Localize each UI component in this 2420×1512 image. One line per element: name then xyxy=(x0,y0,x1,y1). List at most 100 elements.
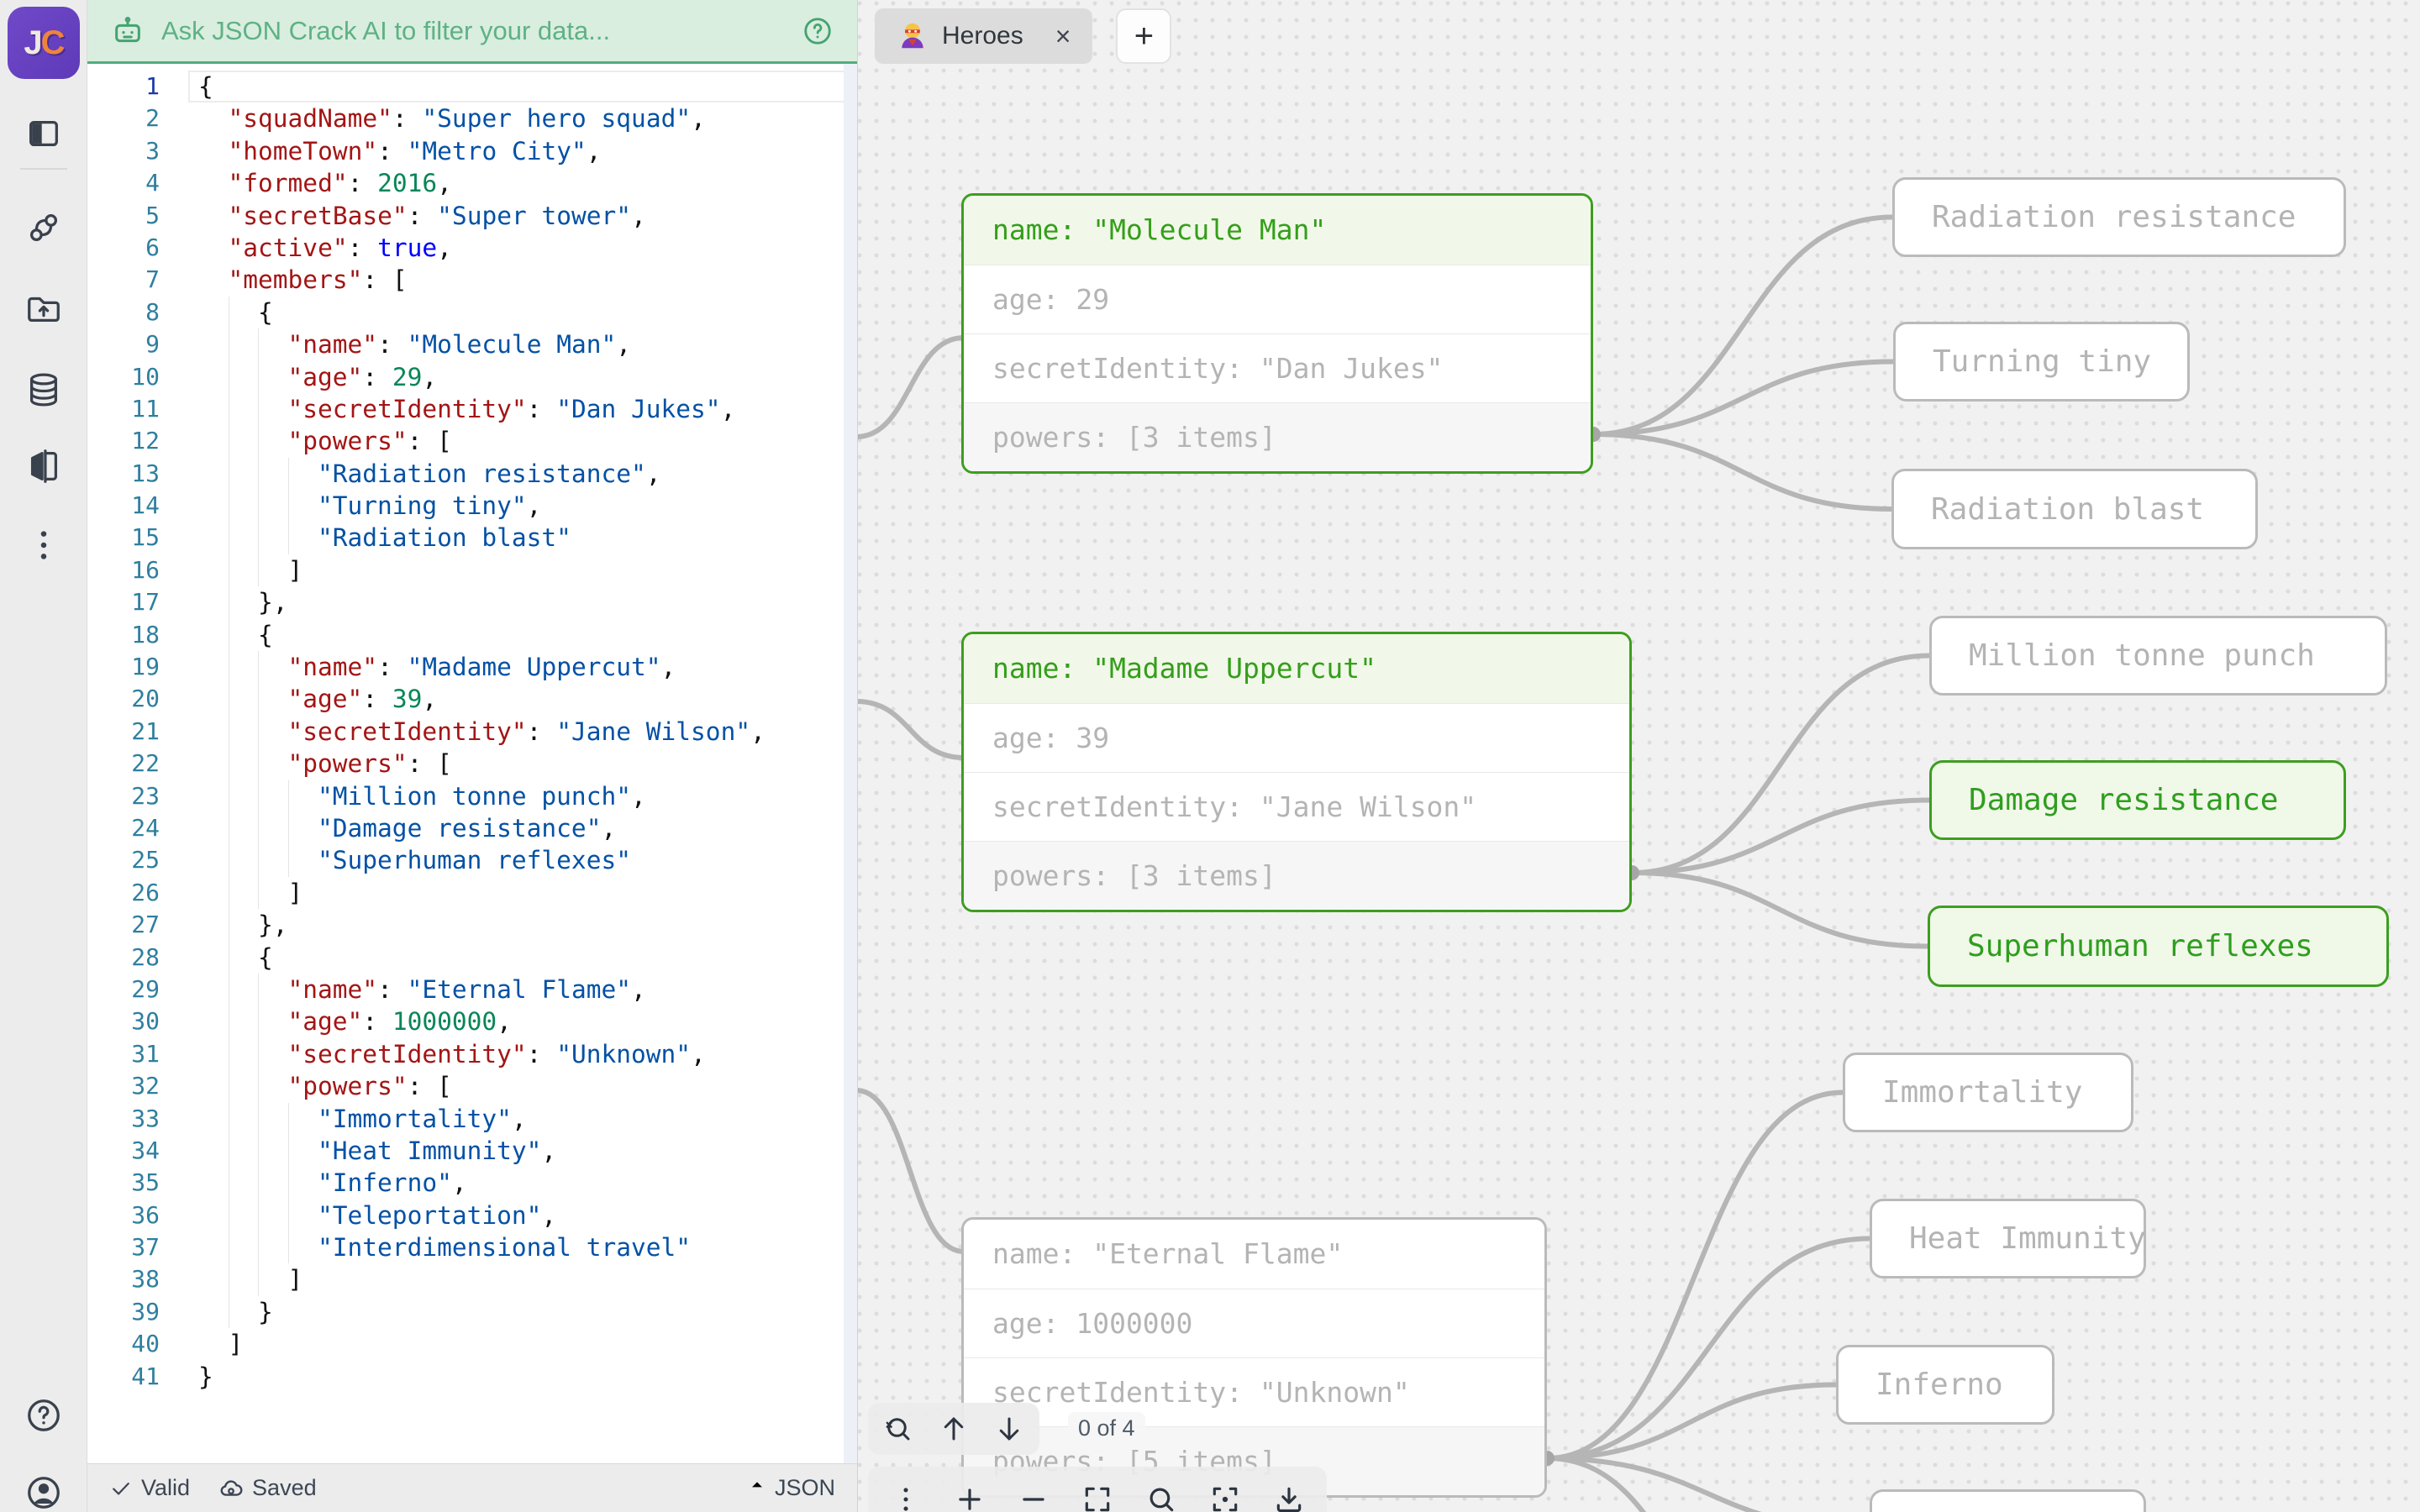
ai-help-icon[interactable] xyxy=(802,15,834,47)
code-line[interactable]: 14"Turning tiny", xyxy=(87,490,857,522)
toolbar-menu-icon[interactable] xyxy=(890,1483,922,1512)
account-icon[interactable] xyxy=(23,1472,65,1512)
code-line[interactable]: 32"powers": [ xyxy=(87,1070,857,1103)
code-line[interactable]: 10"age": 29, xyxy=(87,360,857,393)
code-line[interactable]: 16] xyxy=(87,554,857,587)
code-line[interactable]: 39} xyxy=(87,1295,857,1329)
code-line[interactable]: 23"Million tonne punch", xyxy=(87,780,857,812)
zoom-out-icon[interactable] xyxy=(1018,1483,1050,1512)
tab-heroes[interactable]: Heroes × xyxy=(875,8,1093,64)
leaf-node[interactable]: Superhuman reflexes xyxy=(1928,906,2389,987)
code-line[interactable]: 40] xyxy=(87,1328,857,1360)
code-line[interactable]: 21"secretIdentity": "Jane Wilson", xyxy=(87,715,857,748)
code-line[interactable]: 41} xyxy=(87,1361,857,1393)
code-line[interactable]: 9"name": "Molecule Man", xyxy=(87,328,857,361)
tab-close-icon[interactable]: × xyxy=(1055,21,1071,51)
code-line[interactable]: 25"Superhuman reflexes" xyxy=(87,844,857,877)
code-line[interactable]: 24"Damage resistance", xyxy=(87,811,857,845)
zoom-search-icon[interactable] xyxy=(1145,1483,1177,1512)
search-next-icon[interactable] xyxy=(994,1414,1024,1444)
database-icon[interactable] xyxy=(23,369,65,411)
format-selector[interactable]: JSON xyxy=(746,1475,835,1501)
node-row[interactable]: age: 1000000 xyxy=(964,1289,1544,1357)
node-row[interactable]: secretIdentity: "Dan Jukes" xyxy=(964,333,1591,402)
code-line[interactable]: 33"Immortality", xyxy=(87,1102,857,1135)
editor-scrollbar[interactable] xyxy=(844,64,857,1463)
node-row[interactable]: powers: [3 items] xyxy=(964,402,1591,471)
code-line[interactable]: 6"active": true, xyxy=(87,232,857,264)
code-token: "Million tonne punch" xyxy=(318,781,631,811)
code-editor[interactable]: 1{2"squadName": "Super hero squad",3"hom… xyxy=(87,64,857,1463)
node-row[interactable]: secretIdentity: "Jane Wilson" xyxy=(964,772,1629,841)
code-line[interactable]: 8{ xyxy=(87,296,857,329)
code-line[interactable]: 30"age": 1000000, xyxy=(87,1005,857,1038)
search-prev-icon[interactable] xyxy=(939,1414,969,1444)
code-line[interactable]: 29"name": "Eternal Flame", xyxy=(87,973,857,1006)
node-row[interactable]: age: 29 xyxy=(964,265,1591,333)
node-row[interactable]: powers: [3 items] xyxy=(964,841,1629,910)
code-line[interactable]: 5"secretBase": "Super tower", xyxy=(87,200,857,232)
fullscreen-icon[interactable] xyxy=(1081,1483,1113,1512)
node-row[interactable]: name: "Eternal Flame" xyxy=(992,1237,1344,1270)
code-line[interactable]: 26] xyxy=(87,876,857,910)
code-line[interactable]: 19"name": "Madame Uppercut", xyxy=(87,651,857,684)
leaf-node[interactable]: Turning tiny xyxy=(1893,322,2190,402)
clear-search-icon[interactable] xyxy=(883,1414,913,1444)
code-line[interactable]: 15"Radiation blast" xyxy=(87,522,857,554)
code-line[interactable]: 12"powers": [ xyxy=(87,425,857,458)
zoom-in-icon[interactable] xyxy=(954,1483,986,1512)
code-line[interactable]: 38] xyxy=(87,1263,857,1296)
leaf-node[interactable]: Teleportation xyxy=(1870,1489,2146,1512)
code-line[interactable]: 34"Heat Immunity", xyxy=(87,1134,857,1168)
code-line[interactable]: 37"Interdimensional travel" xyxy=(87,1231,857,1264)
saved-status[interactable]: Saved xyxy=(218,1475,317,1501)
code-line[interactable]: 13"Radiation resistance", xyxy=(87,457,857,491)
leaf-node[interactable]: Million tonne punch xyxy=(1929,616,2387,696)
leaf-node[interactable]: Radiation blast xyxy=(1891,469,2258,549)
code-line[interactable]: 27}, xyxy=(87,909,857,942)
ai-filter-bar[interactable]: Ask JSON Crack AI to filter your data... xyxy=(87,0,857,64)
add-tab-button[interactable]: + xyxy=(1116,8,1172,64)
transform-nodes-icon[interactable] xyxy=(23,207,65,249)
code-line[interactable]: 11"secretIdentity": "Dan Jukes", xyxy=(87,392,857,426)
leaf-node[interactable]: Heat Immunity xyxy=(1870,1199,2146,1278)
code-line[interactable]: 31"secretIdentity": "Unknown", xyxy=(87,1037,857,1071)
code-line[interactable]: 35"Inferno", xyxy=(87,1167,857,1200)
code-token: : xyxy=(407,201,438,230)
focus-center-icon[interactable] xyxy=(1209,1483,1241,1512)
docs-compare-icon[interactable] xyxy=(23,445,65,487)
code-line[interactable]: 7"members": [ xyxy=(87,264,857,296)
leaf-node[interactable]: Inferno xyxy=(1836,1345,2054,1425)
node-row[interactable]: name: "Molecule Man" xyxy=(964,196,1591,265)
code-line[interactable]: 3"homeTown": "Metro City", xyxy=(87,135,857,167)
leaf-node[interactable]: Radiation resistance xyxy=(1892,177,2346,257)
code-line[interactable]: 2"squadName": "Super hero squad", xyxy=(87,102,857,134)
code-line[interactable]: 22"powers": [ xyxy=(87,748,857,780)
code-token: }, xyxy=(258,588,288,617)
code-line[interactable]: 4"formed": 2016, xyxy=(87,167,857,199)
more-dots-icon[interactable] xyxy=(23,524,65,566)
node-row[interactable]: name: "Madame Uppercut" xyxy=(964,634,1629,703)
format-label: JSON xyxy=(774,1475,835,1500)
code-line[interactable]: 28{ xyxy=(87,941,857,974)
help-icon[interactable] xyxy=(23,1394,65,1436)
code-token: , xyxy=(586,136,602,165)
code-line[interactable]: 20"age": 39, xyxy=(87,683,857,716)
code-line[interactable]: 36"Teleportation", xyxy=(87,1199,857,1232)
download-image-icon[interactable] xyxy=(1273,1483,1305,1512)
node-row[interactable]: secretIdentity: "Unknown" xyxy=(964,1357,1544,1426)
code-line[interactable]: 1{ xyxy=(87,71,857,102)
code-line[interactable]: 18{ xyxy=(87,618,857,652)
panel-toggle-icon[interactable] xyxy=(23,113,65,155)
folder-upload-icon[interactable] xyxy=(23,288,65,330)
leaf-node[interactable]: Immortality xyxy=(1843,1053,2133,1132)
code-token: "Heat Immunity" xyxy=(318,1136,542,1165)
node-row[interactable]: age: 39 xyxy=(964,703,1629,772)
leaf-node[interactable]: Damage resistance xyxy=(1929,760,2346,840)
code-line[interactable]: 17}, xyxy=(87,586,857,619)
